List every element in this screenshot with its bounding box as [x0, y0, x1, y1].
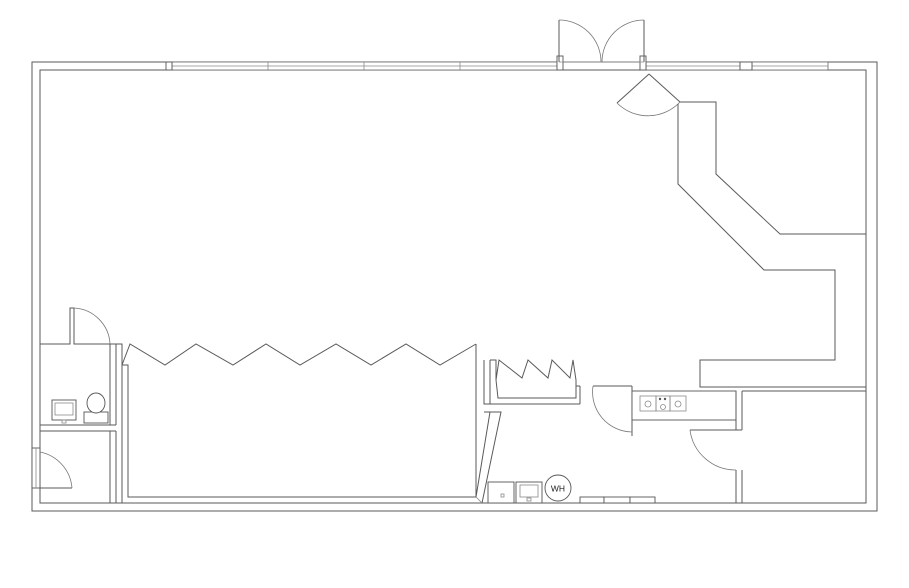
- utility-fixtures: WH: [487, 474, 656, 504]
- entry-double-door: [556, 19, 647, 71]
- sawtooth-display-wall: [116, 343, 502, 504]
- shelf-unit: [603, 496, 631, 504]
- top-windows-right: [645, 61, 829, 71]
- restroom: [40, 307, 117, 432]
- sink-basin-icon: [669, 395, 687, 412]
- shelf-unit: [629, 496, 656, 504]
- small-display-box: [483, 359, 581, 413]
- right-back-room: [689, 390, 866, 503]
- floor-drain-box: [487, 481, 515, 504]
- toilet-bowl-icon: [86, 392, 106, 414]
- water-heater-icon: [544, 474, 572, 502]
- utility-sink-icon: [515, 481, 543, 504]
- back-room-door: [592, 385, 633, 436]
- exterior-walls: [31, 61, 878, 512]
- shelf-unit: [579, 496, 605, 504]
- water-heater-label: WH: [551, 483, 565, 493]
- kitchen-counter: [631, 390, 737, 421]
- toilet-tank-icon: [83, 411, 109, 424]
- side-exit-door: [31, 431, 117, 503]
- vestibule-door: [616, 73, 681, 117]
- angled-counter: [677, 101, 866, 388]
- top-windows-left: [165, 61, 558, 71]
